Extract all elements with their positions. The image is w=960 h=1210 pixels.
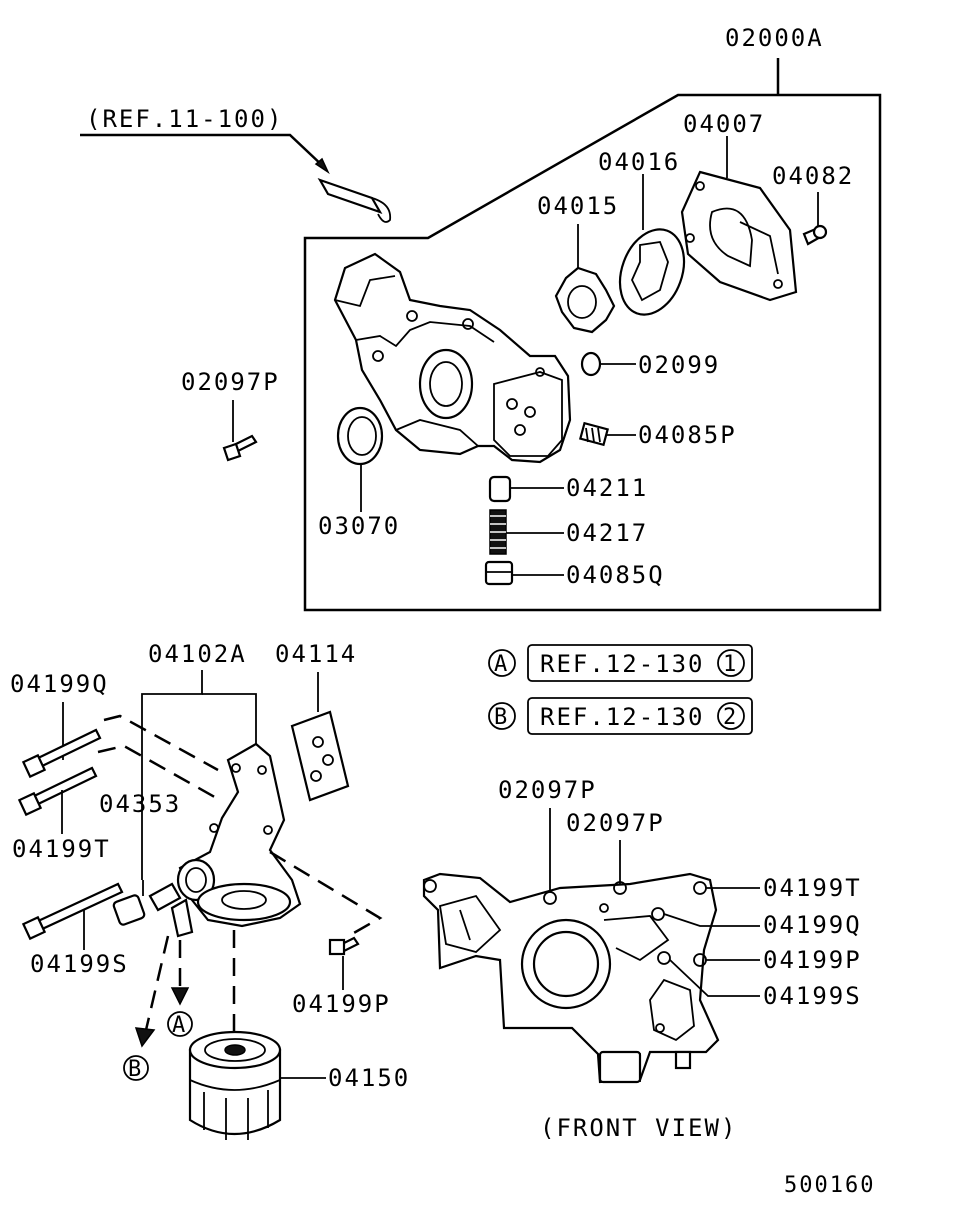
dash-lines-bracket bbox=[269, 850, 383, 936]
pump-front-view bbox=[422, 872, 720, 1084]
label-04199Q-right[interactable]: 04199Q bbox=[763, 911, 862, 939]
label-04114[interactable]: 04114 bbox=[275, 640, 357, 668]
leader-04199Q-right bbox=[663, 913, 760, 927]
inner-rotor-04015 bbox=[554, 266, 616, 334]
label-02097P-front-1[interactable]: 02097P bbox=[498, 776, 597, 804]
marker-a-circle: A bbox=[167, 1011, 193, 1038]
pump-cover-04007 bbox=[680, 170, 798, 302]
oil-seal-03070 bbox=[336, 406, 384, 466]
label-04150[interactable]: 04150 bbox=[328, 1064, 410, 1092]
label-04016[interactable]: 04016 bbox=[598, 148, 680, 176]
svg-text:A: A bbox=[172, 1013, 187, 1038]
label-04199P-right[interactable]: 04199P bbox=[763, 946, 862, 974]
assembly-frame-02000A bbox=[303, 58, 882, 612]
reference-b[interactable]: B REF.12-130 2 bbox=[488, 697, 753, 735]
label-02097P-front-2[interactable]: 02097P bbox=[566, 809, 665, 837]
label-04199S-left[interactable]: 04199S bbox=[30, 950, 129, 978]
relief-plunger-04211 bbox=[488, 475, 512, 503]
label-04085Q[interactable]: 04085Q bbox=[566, 561, 665, 589]
label-04082[interactable]: 04082 bbox=[772, 162, 854, 190]
outer-rotor-04016 bbox=[618, 228, 686, 316]
diagram-number: 500160 bbox=[784, 1173, 875, 1198]
label-04007[interactable]: 04007 bbox=[683, 110, 765, 138]
label-04217[interactable]: 04217 bbox=[566, 519, 648, 547]
label-03070[interactable]: 03070 bbox=[318, 512, 400, 540]
bolt-02097P bbox=[222, 434, 258, 462]
plug-04085Q bbox=[484, 560, 514, 586]
label-04353[interactable]: 04353 bbox=[99, 790, 181, 818]
o-ring-02099 bbox=[580, 351, 602, 377]
bolt-04199Q bbox=[21, 728, 102, 779]
spring-04085P bbox=[578, 421, 610, 447]
label-04199T-left[interactable]: 04199T bbox=[12, 835, 111, 863]
label-04102A[interactable]: 04102A bbox=[148, 640, 247, 668]
label-ref-11-100[interactable]: (REF.11-100) bbox=[86, 105, 283, 133]
label-04199S-right[interactable]: 04199S bbox=[763, 982, 862, 1010]
front-view-caption: (FRONT VIEW) bbox=[540, 1114, 737, 1142]
label-02099[interactable]: 02099 bbox=[638, 351, 720, 379]
relief-spring-04217 bbox=[489, 509, 507, 555]
svg-text:B: B bbox=[128, 1057, 143, 1082]
label-02000A[interactable]: 02000A bbox=[725, 24, 824, 52]
bolt-04199T bbox=[17, 766, 98, 817]
oil-switch-04353 bbox=[112, 882, 194, 938]
filter-bracket-04102A bbox=[176, 742, 302, 928]
label-04085P[interactable]: 04085P bbox=[638, 421, 737, 449]
label-04199P-left[interactable]: 04199P bbox=[292, 990, 391, 1018]
svg-text:REF.12-130: REF.12-130 bbox=[540, 650, 705, 678]
svg-text:1: 1 bbox=[723, 652, 738, 677]
oil-pump-body bbox=[333, 252, 572, 464]
reference-a[interactable]: A REF.12-130 1 bbox=[488, 644, 753, 682]
flow-arrows bbox=[134, 935, 190, 1048]
svg-text:A: A bbox=[494, 652, 509, 677]
bolt-04199S bbox=[21, 882, 124, 941]
screw-04082 bbox=[802, 224, 828, 246]
svg-text:2: 2 bbox=[723, 705, 738, 730]
svg-text:REF.12-130: REF.12-130 bbox=[540, 703, 705, 731]
label-04015[interactable]: 04015 bbox=[537, 192, 619, 220]
leader-04199S-right bbox=[669, 959, 760, 997]
gasket-04114 bbox=[290, 710, 350, 802]
oil-filter-04150 bbox=[188, 1030, 282, 1140]
bolt-04199P-left bbox=[328, 936, 360, 956]
dash-lines-bolts bbox=[97, 714, 221, 802]
label-04199Q-left[interactable]: 04199Q bbox=[10, 670, 109, 698]
leader-04102A bbox=[141, 670, 257, 880]
ref-11-100-leader bbox=[80, 133, 392, 223]
svg-text:B: B bbox=[494, 705, 509, 730]
label-04211[interactable]: 04211 bbox=[566, 474, 648, 502]
label-04199T-right[interactable]: 04199T bbox=[763, 874, 862, 902]
label-02097P-left[interactable]: 02097P bbox=[181, 368, 280, 396]
marker-b-circle: B bbox=[123, 1055, 149, 1082]
